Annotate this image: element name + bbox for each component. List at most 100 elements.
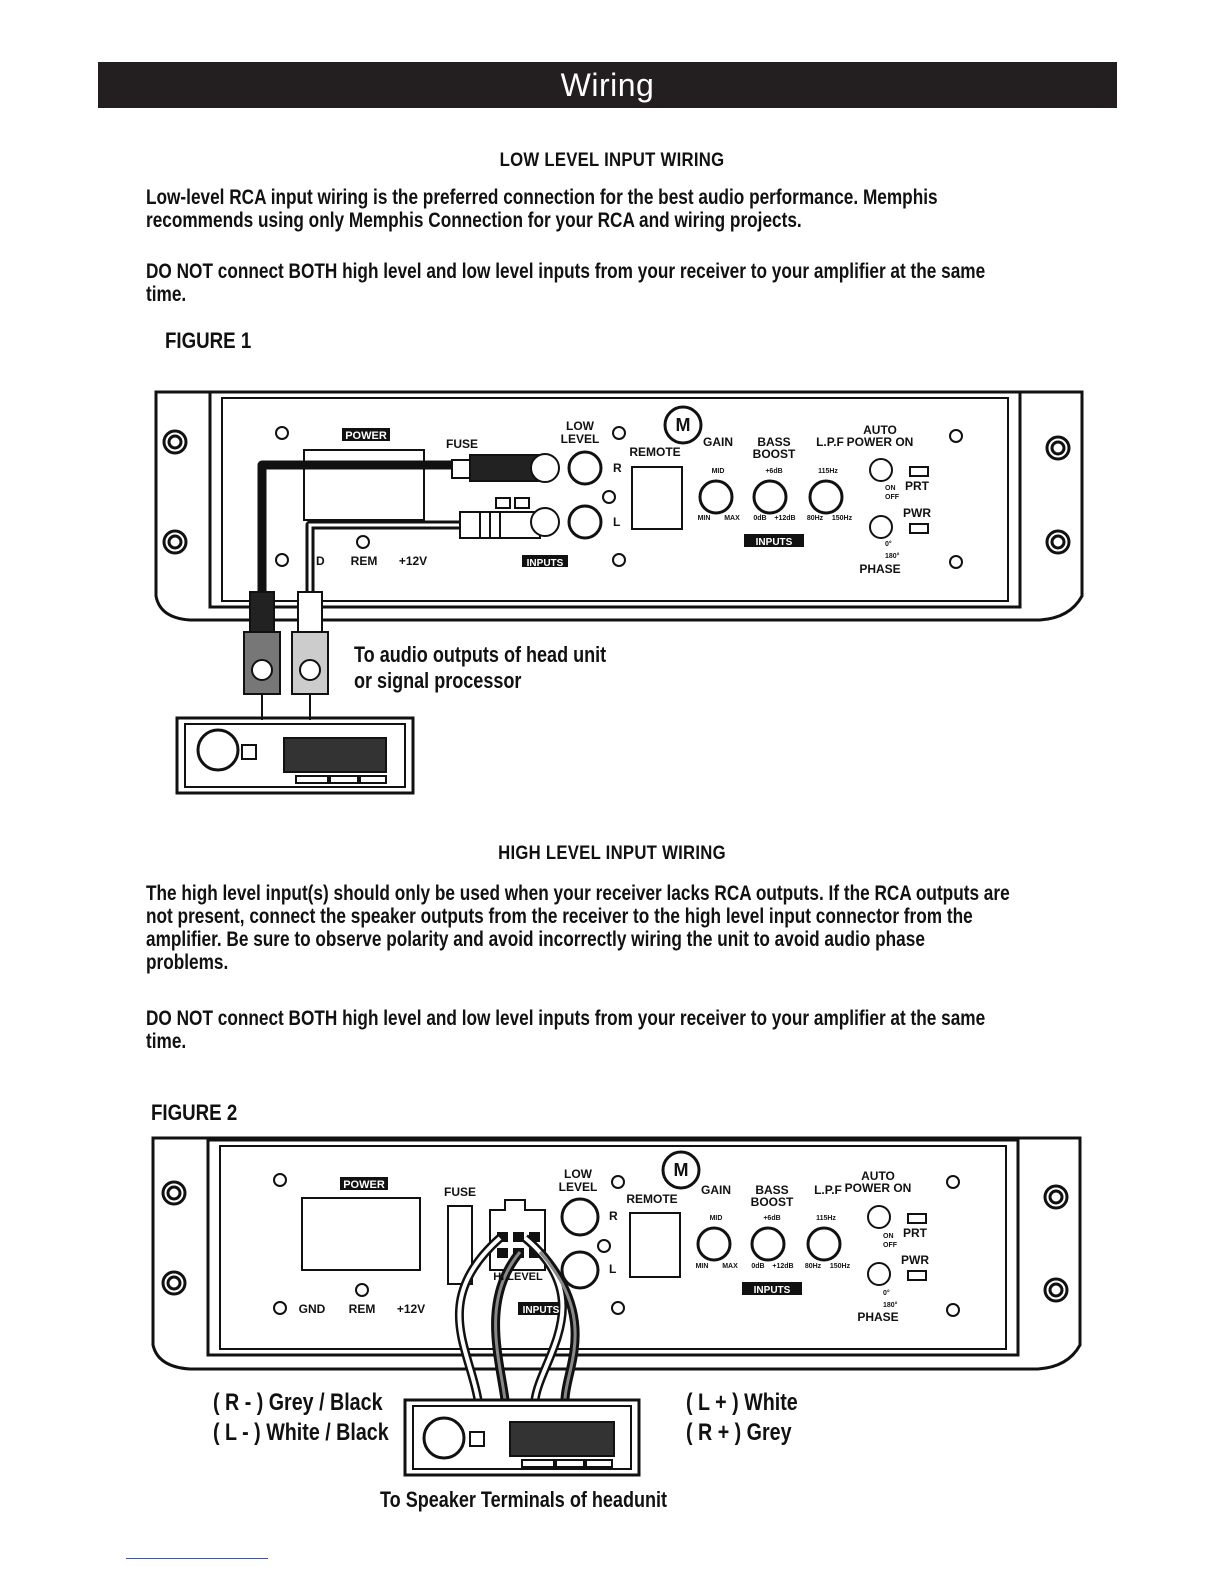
0db-label: 0dB: [753, 515, 766, 522]
page-header: Wiring: [98, 62, 1117, 108]
wire-labels-right: ( L + ) White ( R + ) Grey: [686, 1388, 798, 1448]
max-label: MAX: [724, 515, 740, 522]
figure-2-label: FIGURE 2: [151, 1100, 238, 1125]
180deg-label: 180°: [885, 552, 900, 560]
text-line: DO NOT connect BOTH high level and low l…: [146, 260, 986, 283]
gain-label: GAIN: [701, 1183, 731, 1197]
text-line: DO NOT connect BOTH high level and low l…: [146, 1007, 986, 1030]
min-label: MIN: [698, 515, 711, 522]
wire-label-r-plus: ( R + ) Grey: [686, 1419, 792, 1446]
150hz-label: 150Hz: [830, 1263, 851, 1270]
lpf-label: L.P.F: [816, 435, 844, 449]
0deg-label: 0°: [885, 540, 892, 548]
l-label: L: [609, 1262, 616, 1276]
low-label: LOW: [566, 419, 595, 433]
12db-label: +12dB: [772, 1263, 793, 1270]
power-on-label: POWER ON: [847, 435, 914, 449]
figure-2-caption: To Speaker Terminals of headunit: [380, 1487, 668, 1512]
auto-label: AUTO: [861, 1169, 895, 1183]
low-level-paragraph-1: Low-level RCA input wiring is the prefer…: [146, 186, 1073, 232]
phase-label: PHASE: [859, 562, 900, 576]
80hz-label: 80Hz: [805, 1263, 822, 1270]
inputs-label: INPUTS: [756, 537, 793, 548]
rem-label: REM: [351, 554, 378, 568]
wire-label-r-minus: ( R - ) Grey / Black: [213, 1389, 383, 1416]
text-line: problems.: [146, 951, 229, 974]
on-label: ON: [885, 485, 896, 492]
page-title: Wiring: [560, 66, 655, 103]
prt-label: PRT: [905, 479, 930, 493]
power-label: POWER: [345, 430, 387, 442]
caption-line: or signal processor: [354, 668, 522, 693]
power-label: POWER: [343, 1179, 385, 1191]
footer-divider: [126, 1558, 268, 1559]
svg-text:M: M: [674, 1160, 689, 1180]
rem-label: REM: [349, 1302, 376, 1316]
remote-label: REMOTE: [626, 1192, 677, 1206]
150hz-label: 150Hz: [832, 515, 853, 522]
0db-label: 0dB: [751, 1263, 764, 1270]
gnd-label: GND: [299, 1302, 326, 1316]
low-level-title: LOW LEVEL INPUT WIRING: [499, 150, 725, 171]
text-line: not present, connect the speaker outputs…: [146, 905, 973, 928]
max-label: MAX: [722, 1263, 738, 1270]
plus6-label: +6dB: [765, 468, 782, 475]
on-label: ON: [883, 1233, 894, 1240]
gain-label: GAIN: [703, 435, 733, 449]
l-label: L: [613, 515, 620, 529]
text-line: Low-level RCA input wiring is the prefer…: [146, 186, 938, 209]
r-label: R: [613, 461, 622, 475]
v12-label: +12V: [397, 1302, 425, 1316]
remote-label: REMOTE: [629, 445, 680, 459]
high-level-title: HIGH LEVEL INPUT WIRING: [498, 843, 726, 864]
figure-1-caption: To audio outputs of head unit or signal …: [354, 642, 606, 694]
prt-label: PRT: [903, 1226, 928, 1240]
level-label: LEVEL: [559, 1180, 598, 1194]
fuse-label: FUSE: [444, 1185, 476, 1199]
v12-label: +12V: [399, 554, 427, 568]
bass-label: BASS: [757, 435, 790, 449]
pwr-label: PWR: [903, 506, 931, 520]
fuse-label: FUSE: [446, 437, 478, 451]
wire-labels-left: ( R - ) Grey / Black ( L - ) White / Bla…: [213, 1388, 389, 1448]
boost-label: BOOST: [753, 447, 796, 461]
inputs-label: INPUTS: [754, 1285, 791, 1296]
text-line: time.: [146, 1030, 187, 1053]
inputs-label: INPUTS: [523, 1305, 560, 1316]
boost-label: BOOST: [751, 1195, 794, 1209]
level-label: LEVEL: [561, 432, 600, 446]
caption-line: To audio outputs of head unit: [354, 642, 607, 667]
wire-label-l-plus: ( L + ) White: [686, 1389, 798, 1416]
svg-text:M: M: [676, 415, 691, 435]
115hz-label: 115Hz: [818, 468, 838, 475]
text-line: time.: [146, 283, 187, 306]
power-on-label: POWER ON: [845, 1181, 912, 1195]
180deg-label: 180°: [883, 1301, 898, 1309]
auto-label: AUTO: [863, 423, 897, 437]
low-level-paragraph-2: DO NOT connect BOTH high level and low l…: [146, 260, 1073, 306]
bass-label: BASS: [755, 1183, 788, 1197]
mid-label: MID: [712, 468, 725, 475]
12db-label: +12dB: [774, 515, 795, 522]
hi-level-label: HI LEVEL: [493, 1271, 543, 1283]
off-label: OFF: [883, 1242, 898, 1249]
text-line: amplifier. Be sure to observe polarity a…: [146, 928, 925, 951]
low-label: LOW: [564, 1167, 593, 1181]
r-label: R: [609, 1209, 618, 1223]
80hz-label: 80Hz: [807, 515, 824, 522]
figure-1-label: FIGURE 1: [165, 328, 252, 353]
gnd-label: D: [316, 554, 325, 568]
high-level-paragraph-2: DO NOT connect BOTH high level and low l…: [146, 1007, 1073, 1053]
inputs-label: INPUTS: [527, 558, 564, 569]
min-label: MIN: [696, 1263, 709, 1270]
115hz-label: 115Hz: [816, 1215, 836, 1222]
wire-label-l-minus: ( L - ) White / Black: [213, 1419, 389, 1446]
mid-label: MID: [710, 1215, 723, 1222]
phase-label: PHASE: [857, 1310, 898, 1324]
text-line: The high level input(s) should only be u…: [146, 882, 1010, 905]
pwr-label: PWR: [901, 1253, 929, 1267]
text-line: recommends using only Memphis Connection…: [146, 209, 802, 232]
plus6-label: +6dB: [763, 1215, 780, 1222]
